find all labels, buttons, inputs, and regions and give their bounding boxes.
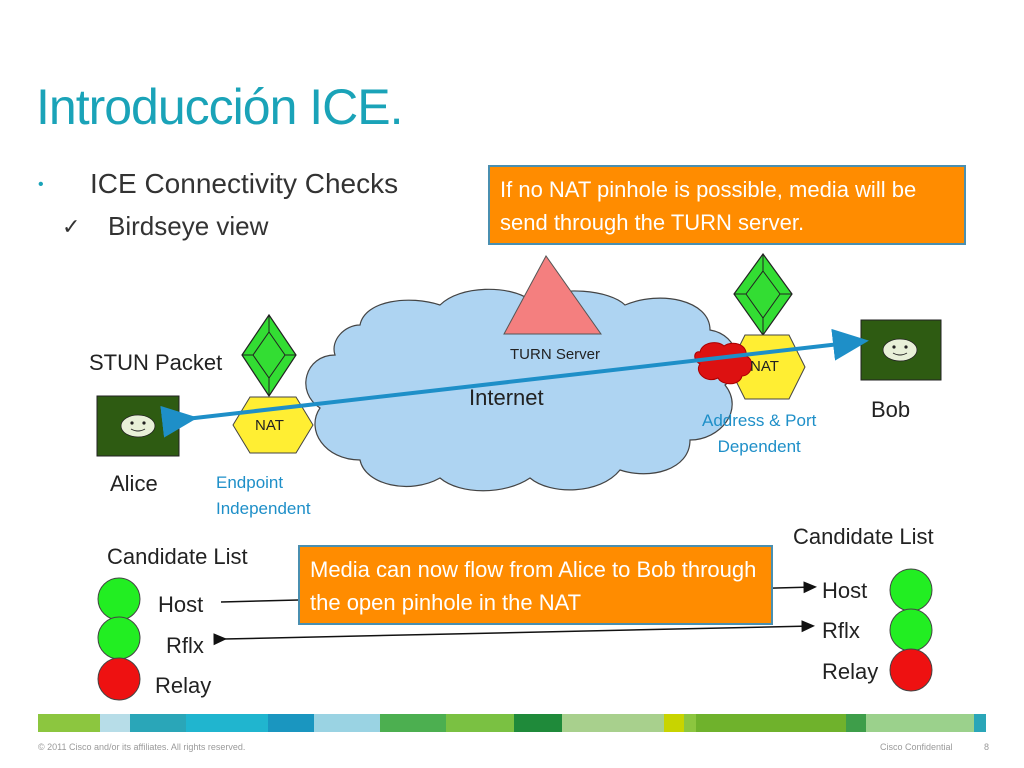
turn-server-label: TURN Server [510, 346, 601, 363]
alice-host-label: Host [158, 592, 204, 617]
slide-title: Introducción ICE. [36, 79, 404, 135]
address-port-dependent-line-1: Address & Port [702, 411, 817, 430]
footer-copyright: © 2011 Cisco and/or its affiliates. All … [38, 742, 246, 752]
media-flow-callout: Media can now flow from Alice to Bob thr… [298, 545, 773, 625]
bob-label: Bob [871, 397, 911, 422]
alice-relay-candidate-icon [97, 657, 141, 701]
bob-endpoint-icon [860, 319, 942, 381]
check-icon: ✓ [62, 214, 81, 239]
bob-candidate-list-title: Candidate List [793, 524, 934, 549]
stun-packet-label: STUN Packet [89, 350, 223, 375]
alice-endpoint-icon [96, 395, 180, 457]
stun-server-left-icon [241, 313, 297, 398]
bob-relay-label: Relay [822, 659, 879, 684]
bob-relay-candidate-icon [889, 648, 933, 692]
bob-rflx-candidate-icon [889, 608, 933, 652]
bullet-marker: • [38, 176, 44, 193]
alice-relay-label: Relay [155, 673, 212, 698]
bullet-ice-connectivity-checks: ICE Connectivity Checks [90, 168, 399, 199]
internet-label: Internet [469, 385, 544, 410]
sub-bullet-birdseye-view: Birdseye view [108, 211, 269, 241]
address-port-dependent-label: Address & Port Dependent [702, 408, 816, 460]
media-flow-arrow [160, 328, 869, 438]
endpoint-independent-line-2: Independent [216, 499, 311, 518]
endpoint-independent-line-1: Endpoint [216, 473, 284, 492]
rflx-to-rflx-arrow [213, 620, 815, 646]
alice-host-candidate-icon [97, 577, 141, 621]
stun-server-right-icon [733, 252, 793, 337]
alice-candidate-list-title: Candidate List [107, 544, 248, 569]
nat-right-label: NAT [750, 358, 779, 375]
bob-host-label: Host [822, 578, 868, 603]
bob-host-candidate-icon [889, 568, 933, 612]
footer-confidential: Cisco Confidential [880, 742, 953, 752]
alice-label: Alice [110, 471, 158, 496]
nat-left-label: NAT [255, 417, 284, 434]
alice-rflx-label: Rflx [166, 633, 204, 658]
alice-rflx-candidate-icon [97, 616, 141, 660]
endpoint-independent-label: Endpoint Independent [216, 470, 311, 522]
address-port-dependent-line-2: Dependent [717, 437, 801, 456]
footer-page-number: 8 [984, 742, 990, 752]
bob-rflx-label: Rflx [822, 618, 860, 643]
turn-callout: If no NAT pinhole is possible, media wil… [488, 165, 966, 245]
